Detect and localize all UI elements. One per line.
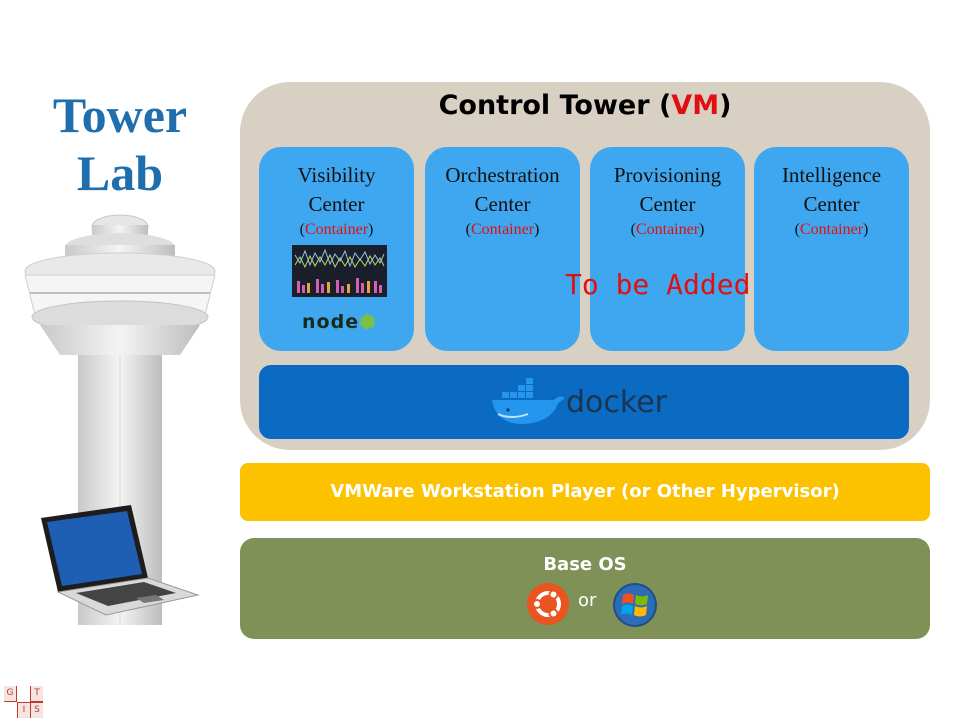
visibility-center-name: Visibility Center <box>259 161 414 219</box>
laptop-illustration <box>41 505 200 616</box>
to-be-added-note: To be Added <box>565 268 751 301</box>
visibility-center-box: Visibility Center (Container) node⬢ <box>259 147 414 351</box>
control-tower-title-vm: VM <box>671 90 720 121</box>
orchestration-center-box: Orchestration Center (Container) <box>425 147 580 351</box>
gist-logo-i: I <box>17 702 30 718</box>
visibility-center-container-label: (Container) <box>299 221 374 238</box>
slide-title-line2: Lab <box>76 145 164 201</box>
provisioning-center-name-line2: Center <box>639 192 696 216</box>
provisioning-center-box: Provisioning Center (Container) <box>590 147 745 351</box>
gist-logo-g: G <box>4 686 17 702</box>
base-os-or: or <box>578 590 597 611</box>
visibility-center-name-line1: Visibility <box>297 163 376 187</box>
control-tower-title-suffix: ) <box>719 90 732 121</box>
slide-title: Tower Lab <box>30 86 210 202</box>
visibility-center-name-line2: Center <box>308 192 365 216</box>
provisioning-center-name-line1: Provisioning <box>613 163 722 187</box>
intelligence-center-name-line2: Center <box>803 192 860 216</box>
provisioning-center-name: Provisioning Center <box>590 161 745 219</box>
dashboard-chart-thumbnail <box>292 245 387 297</box>
slide-title-line1: Tower <box>52 87 188 143</box>
orchestration-center-name-line1: Orchestration <box>445 163 560 187</box>
intelligence-center-container-label: (Container) <box>794 221 869 238</box>
intelligence-center-name: Intelligence Center <box>754 161 909 219</box>
gist-logo-s: S <box>30 702 43 718</box>
control-tower-title-prefix: Control Tower ( <box>438 90 672 121</box>
nodejs-hex-icon: ⬢ <box>359 311 377 333</box>
intelligence-center-name-line1: Intelligence <box>781 163 882 187</box>
hypervisor-bar: VMWare Workstation Player (or Other Hype… <box>240 463 930 521</box>
intelligence-center-box: Intelligence Center (Container) <box>754 147 909 351</box>
control-tower-title: Control Tower (VM) <box>240 90 930 121</box>
base-os-bar: Base OS or <box>240 538 930 639</box>
windows-logo-icon <box>613 583 657 627</box>
gist-logo-t: T <box>30 686 43 702</box>
nodejs-logo: node⬢ <box>302 311 377 333</box>
docker-wordmark: docker <box>566 385 667 420</box>
orchestration-center-name-line2: Center <box>474 192 531 216</box>
ubuntu-logo-icon <box>527 583 569 625</box>
docker-bar <box>259 365 909 439</box>
orchestration-center-name: Orchestration Center <box>425 161 580 219</box>
provisioning-center-container-label: (Container) <box>630 221 705 238</box>
docker-whale-icon <box>492 378 565 424</box>
base-os-title: Base OS <box>543 554 627 575</box>
orchestration-center-container-label: (Container) <box>465 221 540 238</box>
gist-logo: G T I S <box>4 686 43 718</box>
